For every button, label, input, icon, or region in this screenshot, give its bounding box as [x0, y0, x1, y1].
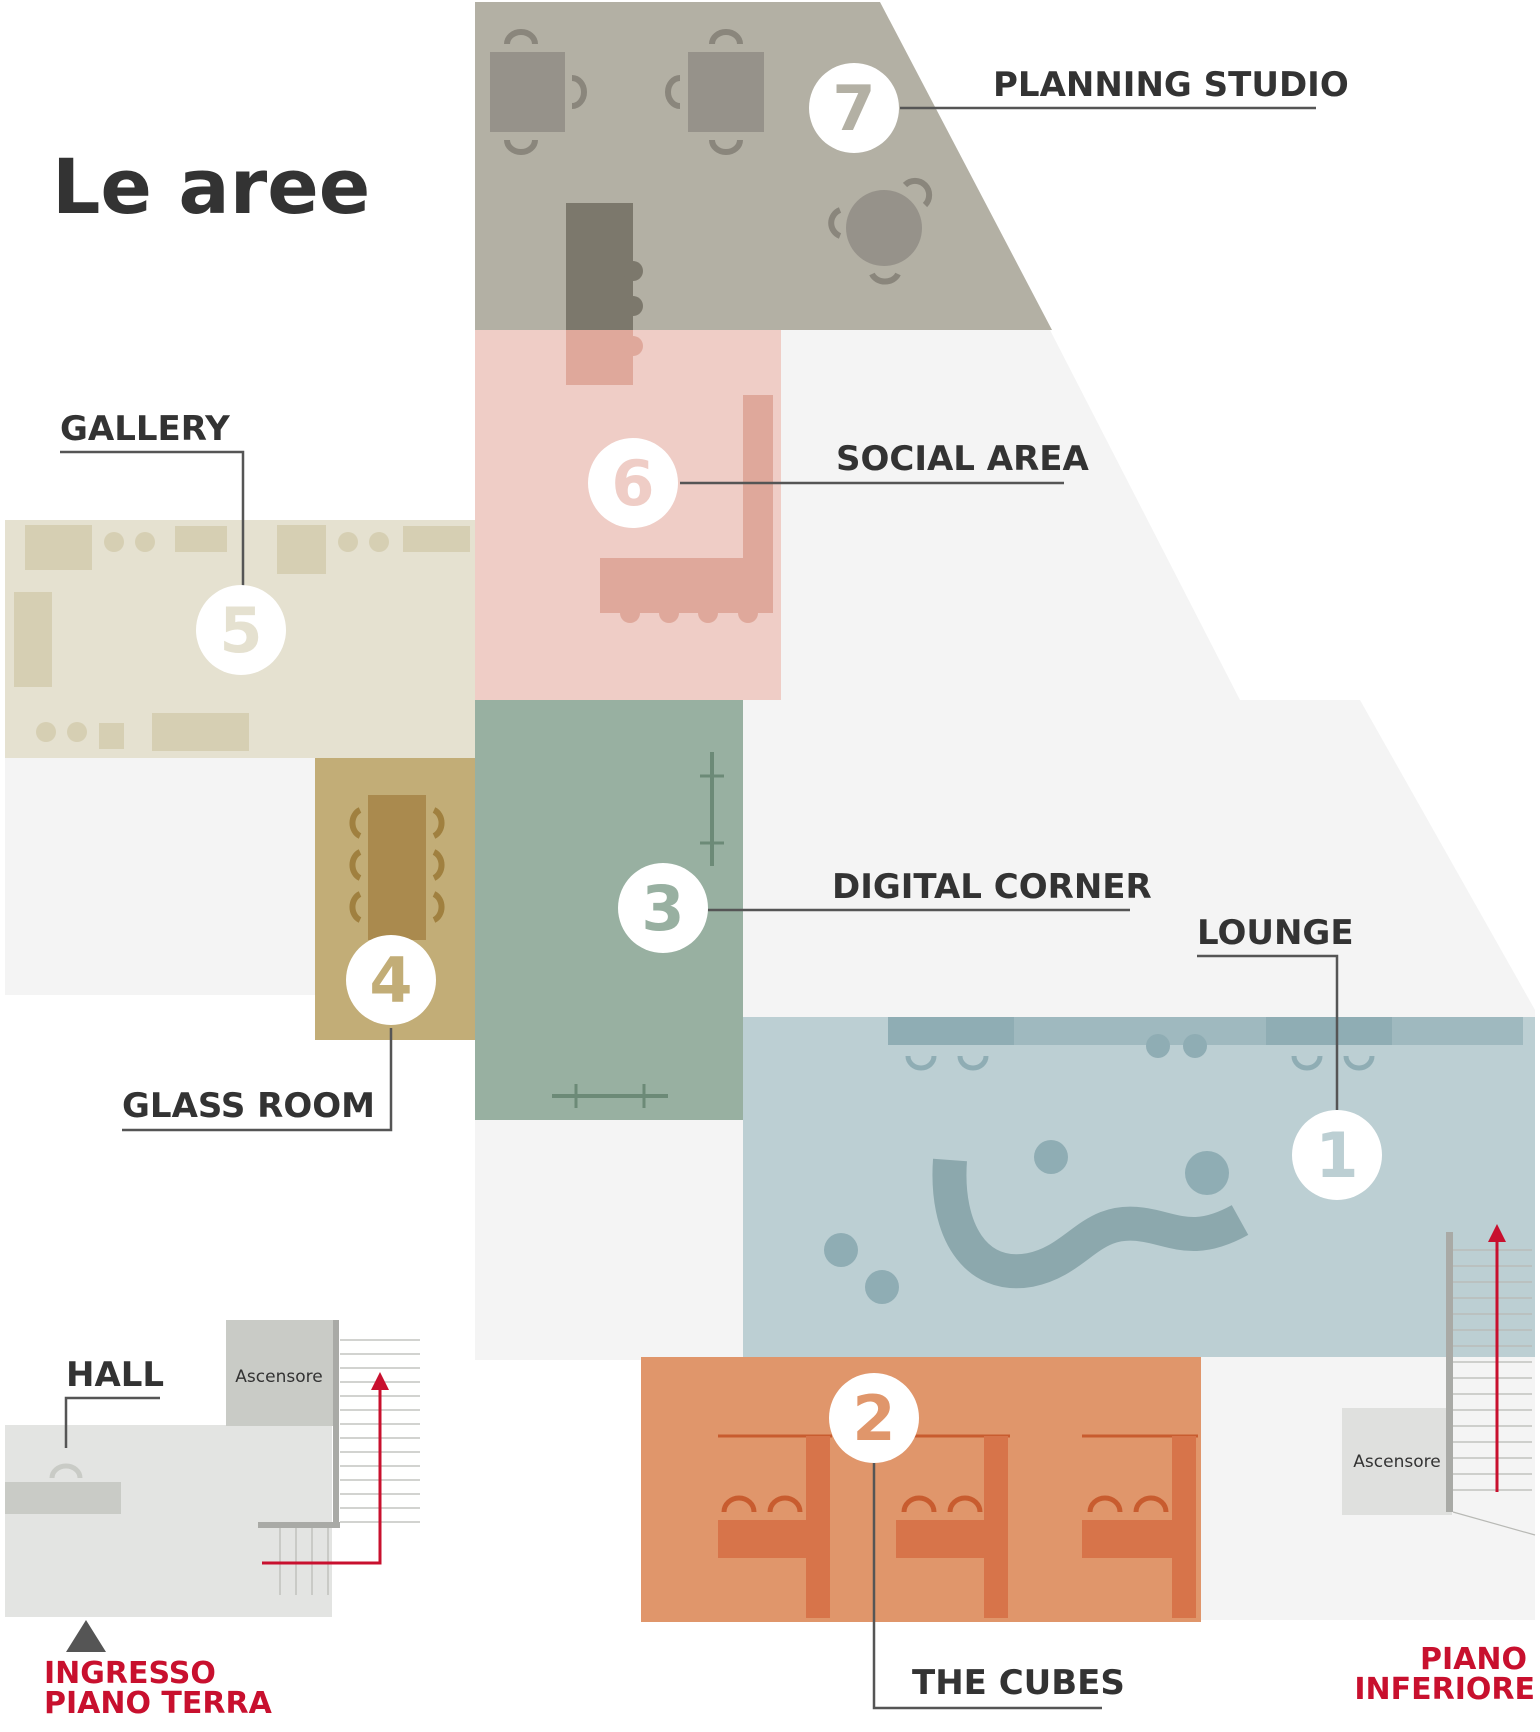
page-title: Le aree: [52, 142, 370, 231]
area-the-cubes[interactable]: [641, 1357, 1201, 1622]
entrance-label-line2: PIANO TERRA: [44, 1686, 273, 1721]
lower-floor-label-line1: PIANO: [1420, 1642, 1527, 1677]
area-hall[interactable]: [5, 1425, 332, 1617]
label-hall: HALL: [66, 1355, 164, 1395]
marker-3-number: 3: [641, 872, 684, 945]
entrance-triangle-icon: [66, 1620, 106, 1652]
label-planning-studio: PLANNING STUDIO: [993, 65, 1349, 105]
lower-floor-label-line2: INFERIORE: [1354, 1672, 1535, 1707]
marker-3[interactable]: 3: [618, 863, 708, 953]
marker-2[interactable]: 2: [829, 1373, 919, 1463]
elevator-label-hall: Ascensore: [235, 1367, 322, 1387]
elevator-lower[interactable]: Ascensore: [1342, 1408, 1452, 1515]
marker-4[interactable]: 4: [346, 935, 436, 1025]
leader-lounge: [1197, 954, 1339, 1110]
area-planning-studio[interactable]: [475, 2, 1052, 331]
arrow-to-upper-floor: [262, 1372, 389, 1565]
marker-1[interactable]: 1: [1292, 1110, 1382, 1200]
marker-7-number: 7: [832, 72, 875, 145]
label-digital-corner: DIGITAL CORNER: [832, 867, 1152, 907]
label-lounge: LOUNGE: [1197, 913, 1354, 953]
label-gallery: GALLERY: [60, 409, 230, 449]
label-social-area: SOCIAL AREA: [836, 439, 1090, 479]
entrance-label-line1: INGRESSO: [44, 1656, 216, 1691]
elevator-label-lower: Ascensore: [1353, 1452, 1440, 1472]
marker-5[interactable]: 5: [196, 585, 286, 675]
leader-the-cubes: [872, 1452, 1102, 1710]
marker-5-number: 5: [219, 594, 262, 667]
area-lounge[interactable]: [743, 1017, 1535, 1357]
marker-6-number: 6: [611, 447, 654, 520]
marker-2-number: 2: [852, 1382, 895, 1455]
label-glass-room: GLASS ROOM: [122, 1086, 375, 1126]
marker-4-number: 4: [369, 944, 412, 1017]
leader-gallery: [60, 450, 245, 590]
stairs-lower: [1446, 1232, 1536, 1536]
label-the-cubes: THE CUBES: [912, 1663, 1125, 1703]
leader-glass-room: [122, 1028, 393, 1132]
arrow-to-lower-floor: [1488, 1224, 1506, 1492]
leader-hall: [64, 1396, 160, 1448]
elevator-hall[interactable]: Ascensore: [226, 1320, 334, 1426]
marker-6[interactable]: 6: [588, 438, 678, 528]
marker-1-number: 1: [1315, 1119, 1358, 1192]
marker-7[interactable]: 7: [809, 63, 899, 153]
